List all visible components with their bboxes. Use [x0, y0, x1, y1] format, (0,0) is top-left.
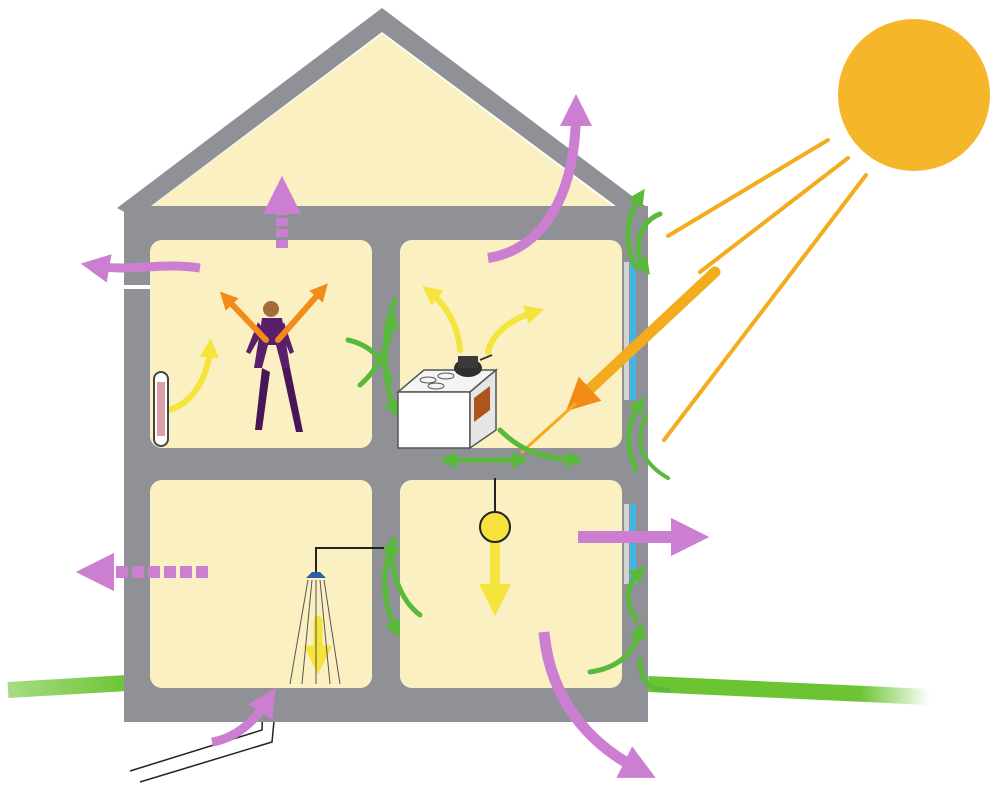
- wall-heat-loss-arrow-upper: [95, 266, 200, 268]
- window-lower: [630, 504, 636, 584]
- room-lower-left: [150, 480, 372, 688]
- sun-icon: [838, 19, 990, 171]
- room-lower-right: [400, 480, 622, 688]
- radiator-icon: [154, 372, 168, 446]
- window-upper: [630, 262, 636, 400]
